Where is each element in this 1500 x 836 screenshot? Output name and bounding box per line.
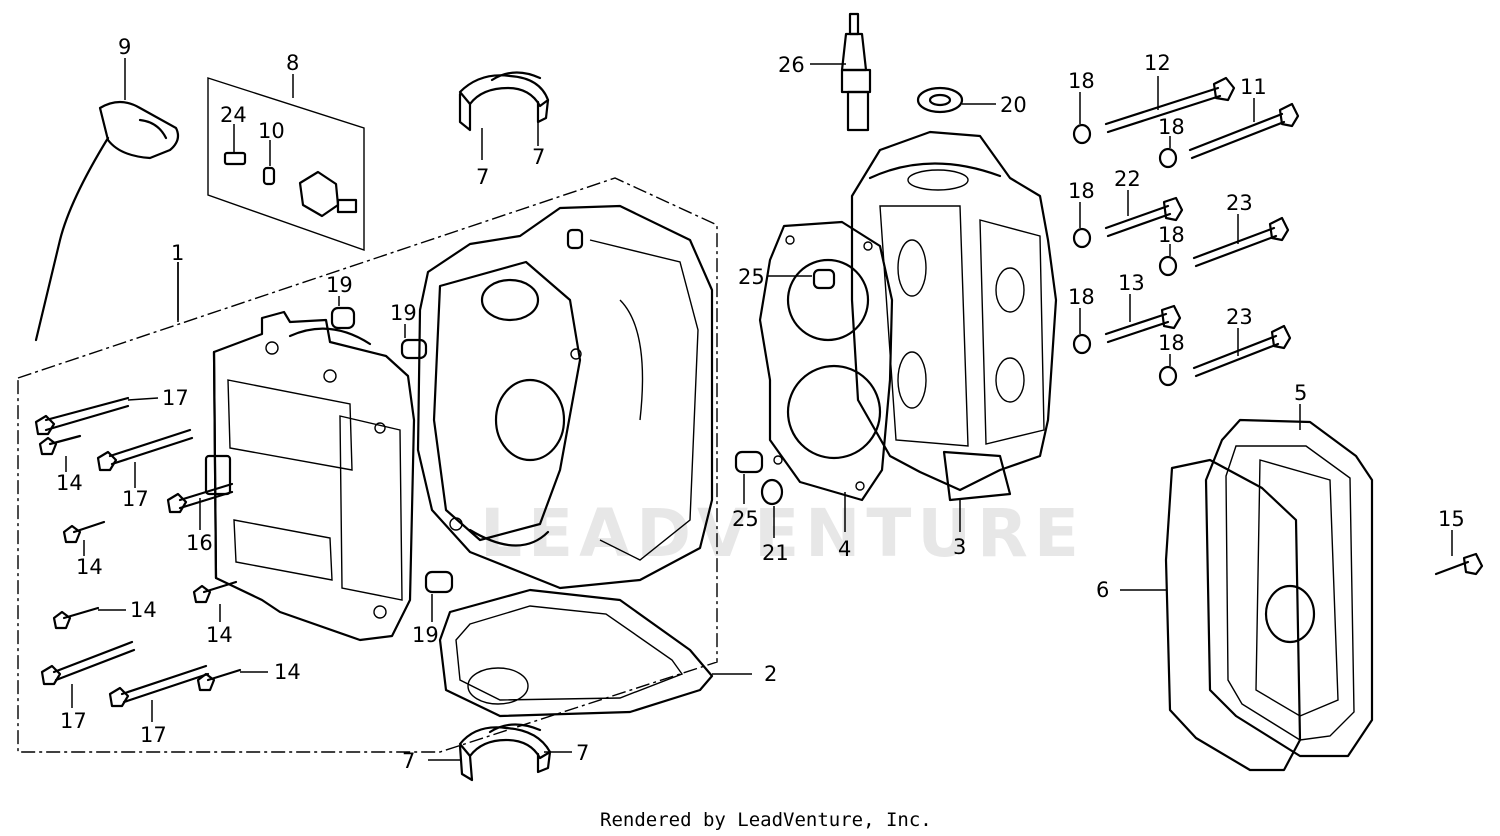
callout-25: 25 xyxy=(738,265,765,289)
callout-18: 18 xyxy=(1158,223,1185,247)
callout-19: 19 xyxy=(390,301,417,325)
callout-labels: 9 8 24 10 7 7 1 19 19 17 14 17 16 14 14 … xyxy=(56,35,1465,773)
callout-19: 19 xyxy=(326,273,353,297)
callout-10: 10 xyxy=(258,119,285,143)
bolt-17-d[interactable] xyxy=(108,664,210,722)
cylinder-block-assembly-frame xyxy=(17,177,718,753)
callout-17: 17 xyxy=(140,723,167,747)
callout-18: 18 xyxy=(1068,69,1095,93)
callout-3: 3 xyxy=(953,535,966,559)
callout-17: 17 xyxy=(60,709,87,733)
callout-18: 18 xyxy=(1158,331,1185,355)
dowel-pin-25-a[interactable] xyxy=(768,268,836,290)
washer-18-a[interactable] xyxy=(1072,92,1092,145)
bearing-halves-top[interactable] xyxy=(458,71,550,160)
head-cover-gasket[interactable] xyxy=(1120,458,1302,772)
callout-7: 7 xyxy=(402,749,415,773)
cylinder-head-cover[interactable] xyxy=(1204,404,1374,758)
bolt-23-b[interactable] xyxy=(1192,324,1292,378)
callout-26: 26 xyxy=(778,53,805,77)
cylinder-block[interactable] xyxy=(416,204,714,590)
washer-18-f[interactable] xyxy=(1158,354,1178,387)
callout-17: 17 xyxy=(122,487,149,511)
callout-6: 6 xyxy=(1096,578,1109,602)
bolt-14-e[interactable] xyxy=(196,668,268,692)
bolt-17-a[interactable] xyxy=(34,396,159,436)
callout-23: 23 xyxy=(1226,305,1253,329)
callout-19: 19 xyxy=(412,623,439,647)
washer-18-d[interactable] xyxy=(1158,244,1178,277)
bolt-part-24[interactable] xyxy=(223,124,247,166)
bolt-14-b[interactable] xyxy=(62,520,106,556)
callout-14: 14 xyxy=(274,660,301,684)
oil-switch-box xyxy=(207,74,365,251)
head-gasket[interactable] xyxy=(758,220,894,532)
spark-plug[interactable] xyxy=(810,12,872,132)
callout-7: 7 xyxy=(576,741,589,765)
cylinder-head[interactable] xyxy=(850,130,1058,532)
bearing-halves-bottom[interactable] xyxy=(428,723,572,782)
callout-15: 15 xyxy=(1438,507,1465,531)
bolt-23-a[interactable] xyxy=(1192,214,1290,268)
callout-7: 7 xyxy=(532,145,545,169)
callout-14: 14 xyxy=(76,555,103,579)
dowel-pin-19-b[interactable] xyxy=(400,324,428,360)
watermark-text: LEADVENTURE xyxy=(480,495,1085,572)
bolt-16[interactable] xyxy=(166,482,234,530)
oil-seal[interactable] xyxy=(916,86,996,114)
callout-25: 25 xyxy=(732,507,759,531)
callout-16: 16 xyxy=(186,531,213,555)
bolt-12[interactable] xyxy=(1104,76,1236,134)
callout-11: 11 xyxy=(1240,75,1267,99)
callout-9: 9 xyxy=(118,35,131,59)
callout-18: 18 xyxy=(1068,179,1095,203)
dowel-pin-19-c[interactable] xyxy=(424,570,454,622)
crankcase-gasket[interactable] xyxy=(438,588,752,718)
bolt-14-c[interactable] xyxy=(192,580,238,622)
bolt-14-a[interactable] xyxy=(38,434,82,472)
temperature-sensor-part-9[interactable] xyxy=(34,58,180,342)
credit-text: Rendered by LeadVenture, Inc. xyxy=(600,809,932,831)
callout-20: 20 xyxy=(1000,93,1027,117)
oil-pressure-switch[interactable] xyxy=(298,170,358,218)
callout-22: 22 xyxy=(1114,167,1141,191)
bolt-17-c[interactable] xyxy=(40,640,136,708)
callout-18: 18 xyxy=(1068,285,1095,309)
o-ring-21[interactable] xyxy=(760,478,784,538)
crankcase-half[interactable] xyxy=(204,310,416,642)
callout-4: 4 xyxy=(838,537,851,561)
bolt-13[interactable] xyxy=(1104,294,1182,344)
bolt-11[interactable] xyxy=(1188,98,1300,160)
callout-18: 18 xyxy=(1158,115,1185,139)
dowel-pin-25-b[interactable] xyxy=(734,450,764,504)
callout-8: 8 xyxy=(286,51,299,75)
washer-18-e[interactable] xyxy=(1072,308,1092,355)
callout-5: 5 xyxy=(1294,381,1307,405)
bolt-17-b[interactable] xyxy=(96,428,194,488)
bolt-22[interactable] xyxy=(1104,190,1184,238)
callout-2: 2 xyxy=(764,662,777,686)
callout-24: 24 xyxy=(220,103,247,127)
plug-part-10[interactable] xyxy=(262,140,276,186)
bolt-15[interactable] xyxy=(1434,530,1484,576)
callout-14: 14 xyxy=(130,598,157,622)
callout-7: 7 xyxy=(476,165,489,189)
dowel-pin-19-a[interactable] xyxy=(330,296,356,330)
callout-1: 1 xyxy=(171,241,184,265)
callout-12: 12 xyxy=(1144,51,1171,75)
callout-14: 14 xyxy=(56,471,83,495)
callout-14: 14 xyxy=(206,623,233,647)
bolt-14-d[interactable] xyxy=(52,606,126,630)
callout-13: 13 xyxy=(1118,271,1145,295)
washer-18-c[interactable] xyxy=(1072,202,1092,249)
callout-21: 21 xyxy=(762,541,789,565)
washer-18-b[interactable] xyxy=(1158,136,1178,169)
callout-17: 17 xyxy=(162,386,189,410)
callout-23: 23 xyxy=(1226,191,1253,215)
